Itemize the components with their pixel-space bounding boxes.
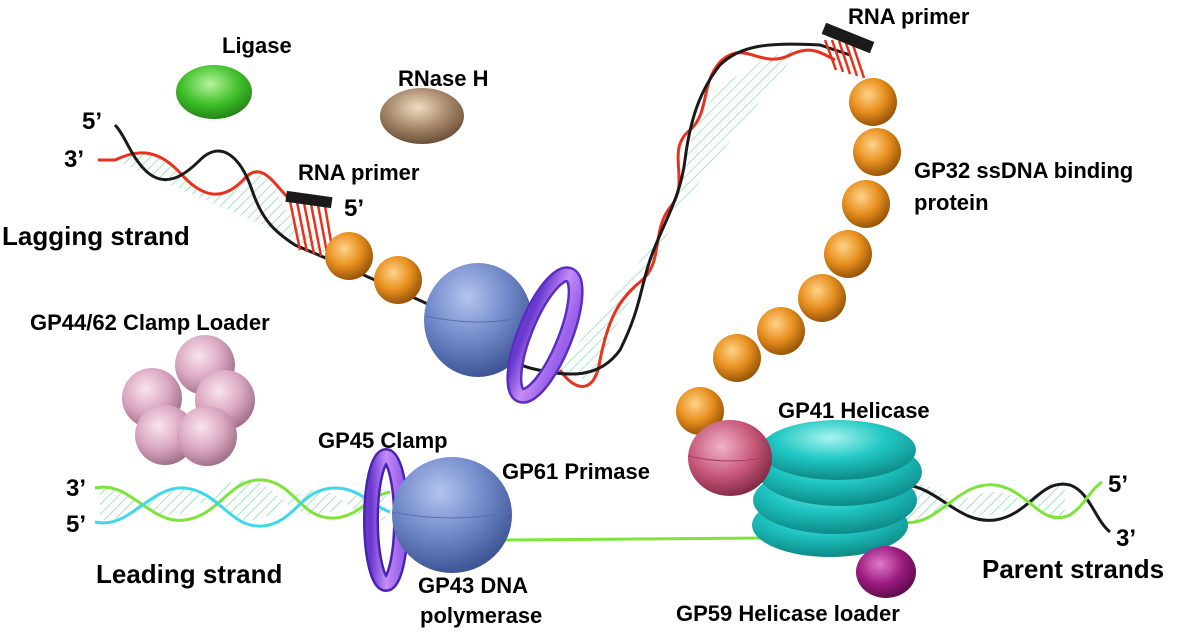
- gp45-clamp-label: GP45 Clamp: [318, 428, 448, 453]
- lagging-clamp-ring: [506, 266, 584, 404]
- leading-strand-label: Leading strand: [96, 559, 282, 589]
- lagging-3prime: 3’: [64, 146, 84, 173]
- clamp-loader-label: GP44/62 Clamp Loader: [30, 310, 270, 335]
- rna-primer-lagging-label: RNA primer: [298, 160, 420, 185]
- lagging-dna-strand: [113, 123, 431, 307]
- primer-5prime: 5’: [344, 195, 364, 222]
- lagging-polymerase: [424, 263, 532, 377]
- rna-primer-top-label: RNA primer: [848, 4, 970, 29]
- ligase-label: Ligase: [222, 33, 292, 58]
- ssb-bead: [713, 334, 761, 382]
- ssb-bead: [842, 180, 890, 228]
- leading-new-strand: [499, 536, 771, 542]
- leading-green-strand: [94, 478, 391, 522]
- parent-5prime: 5’: [1108, 471, 1128, 498]
- ssb-bead: [824, 230, 872, 278]
- gp41-helicase-complex: [687, 420, 922, 598]
- leading-strand-duplex: [94, 478, 771, 542]
- ssb-bead: [374, 256, 422, 304]
- ssb-bead: [853, 128, 901, 176]
- rnase-h-label: RNase H: [398, 66, 488, 91]
- lagging-loop: [429, 22, 875, 388]
- ssb-bead: [676, 387, 724, 435]
- ligase-protein: [176, 65, 252, 119]
- gp44-62-clamp-loader: [122, 335, 255, 466]
- lagging-polymerase-complex: [424, 263, 584, 404]
- lagging-rna-strand: [98, 151, 292, 202]
- leading-5prime: 5’: [66, 511, 86, 538]
- lagging-strand-label: Lagging strand: [2, 221, 190, 251]
- ssb-bead: [798, 274, 846, 322]
- rnase-h-protein: [380, 88, 464, 144]
- parent-strands-label: Parent strands: [982, 554, 1164, 584]
- gp61-primase-label: GP61 Primase: [502, 459, 650, 484]
- leading-cyan-strand: [94, 486, 391, 528]
- ssb-bead: [325, 232, 373, 280]
- gp32-label-line2: protein: [914, 190, 989, 215]
- lagging-5prime: 5’: [82, 108, 102, 135]
- gp61-primase: [688, 420, 772, 496]
- gp32-label-line1: GP32 ssDNA binding: [914, 158, 1133, 183]
- gp32-ssb-chain: [325, 78, 901, 435]
- ssb-bead: [757, 307, 805, 355]
- loop-red-strand: [558, 48, 836, 388]
- leading-3prime: 3’: [66, 475, 86, 502]
- gp43-dna-polymerase: [392, 457, 512, 573]
- lagging-strand-duplex: [98, 123, 431, 307]
- parent-3prime: 3’: [1116, 525, 1136, 552]
- top-primer-block: [821, 22, 875, 54]
- ssb-bead: [849, 78, 897, 126]
- gp59-helicase-loader: [856, 546, 916, 598]
- loop-black-strand: [429, 42, 851, 376]
- leading-polymerase-complex: [363, 448, 513, 592]
- lagging-primer-block: [285, 190, 333, 209]
- gp43-label-line1: GP43 DNA: [418, 573, 528, 598]
- gp43-label-line2: polymerase: [420, 603, 542, 628]
- parent-black-strand: [894, 482, 1112, 534]
- top-primer-rungs: [823, 39, 866, 79]
- gp41-helicase-label: GP41 Helicase: [778, 398, 930, 423]
- gp59-label: GP59 Helicase loader: [676, 601, 900, 626]
